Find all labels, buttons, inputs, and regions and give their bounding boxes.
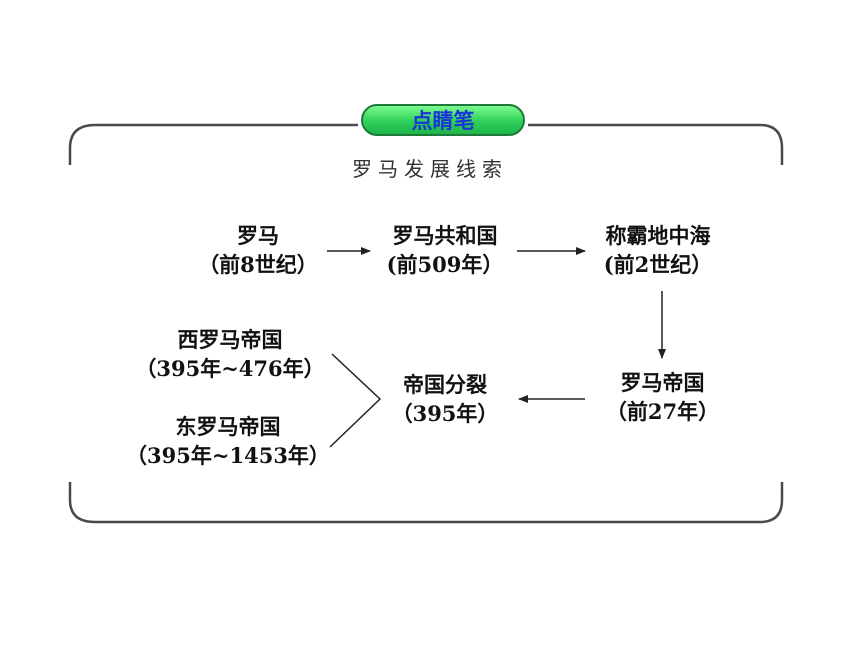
node-republic-date: (前509年）: [386, 252, 504, 277]
node-republic: 罗马共和国 (前509年）: [370, 221, 520, 279]
node-rome: 罗马 （前8世纪）: [188, 221, 328, 279]
node-republic-title: 罗马共和国: [392, 223, 498, 248]
split-bracket: [329, 353, 382, 448]
node-rome-title: 罗马: [237, 223, 279, 248]
title-badge: 点睛笔: [361, 104, 525, 136]
node-split-title: 帝国分裂: [403, 372, 487, 397]
node-east-date: （395年~1453年）: [126, 443, 330, 468]
node-mediterranean: 称霸地中海 (前2世纪）: [583, 221, 733, 279]
node-rome-date: （前8世纪）: [198, 252, 318, 277]
node-west-title: 西罗马帝国: [177, 327, 283, 352]
node-empire-title: 罗马帝国: [620, 370, 705, 395]
node-mediterranean-date: (前2世纪）: [603, 252, 713, 277]
node-empire-date: （前27年）: [605, 399, 720, 424]
title-badge-label: 点睛笔: [411, 109, 475, 133]
node-mediterranean-title: 称霸地中海: [605, 223, 711, 248]
node-west: 西罗马帝国 （395年~476年）: [130, 325, 330, 383]
node-split-date: （395年）: [391, 401, 499, 426]
diagram-subtitle: 罗马发展线索: [352, 157, 508, 181]
node-east-title: 东罗马帝国: [175, 414, 281, 439]
node-empire: 罗马帝国 （前27年）: [595, 368, 730, 426]
node-west-date: （395年~476年）: [135, 356, 325, 381]
frame-bottom-border: [68, 482, 784, 524]
node-split: 帝国分裂 （395年）: [380, 370, 510, 428]
frame-top-border: [68, 123, 784, 165]
node-east: 东罗马帝国 （395年~1453年）: [118, 412, 338, 470]
